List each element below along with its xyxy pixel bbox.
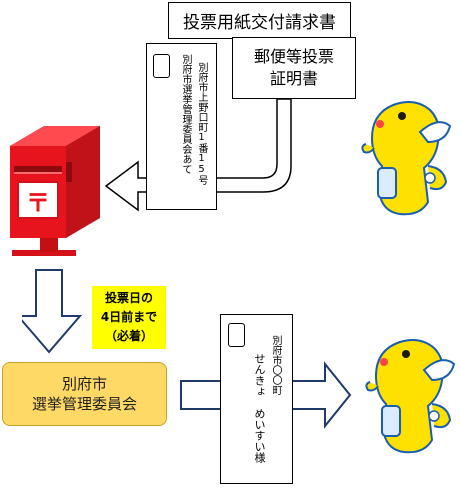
- deadline-note-line2: 4日前まで: [100, 310, 158, 324]
- stamp-icon: [228, 323, 245, 347]
- stamp-icon: [153, 54, 170, 78]
- mascot-icon: [361, 101, 452, 216]
- envelope-to-committee-address: 別府市上野口町1番15号: [196, 62, 207, 185]
- ballot-request-form-label: 投票用紙交付請求書: [183, 13, 336, 33]
- deadline-note-line3: （必着）: [104, 329, 153, 343]
- postal-voting-certificate-line1: 郵便等投票: [253, 47, 334, 66]
- mascot-icon: [365, 339, 456, 454]
- envelope-to-committee-recipient: 別府市選挙管理委員会あて: [180, 54, 191, 174]
- postbox-icon: 〒: [10, 126, 100, 256]
- postal-voting-certificate: 郵便等投票 証明書: [232, 37, 356, 99]
- envelope-to-voter-recipient: せんきょ めいすい様: [253, 353, 266, 463]
- election-committee-line2: 選挙管理委員会: [31, 395, 137, 413]
- arrow-down-icon: [22, 269, 83, 354]
- deadline-note-line1: 投票日の: [104, 291, 153, 305]
- envelope-to-committee: 別府市選挙管理委員会あて 別府市上野口町1番15号: [146, 43, 217, 210]
- postal-voting-certificate-line2: 証明書: [269, 69, 318, 88]
- deadline-note: 投票日の 4日前まで （必着）: [92, 286, 166, 349]
- envelope-to-voter-address: 別府市〇〇町: [270, 335, 281, 395]
- election-committee-line1: 別府市: [61, 375, 107, 393]
- envelope-to-voter: せんきょ めいすい様 別府市〇〇町: [220, 314, 293, 484]
- svg-text:〒: 〒: [26, 189, 50, 217]
- election-committee-box: 別府市 選挙管理委員会: [2, 362, 167, 426]
